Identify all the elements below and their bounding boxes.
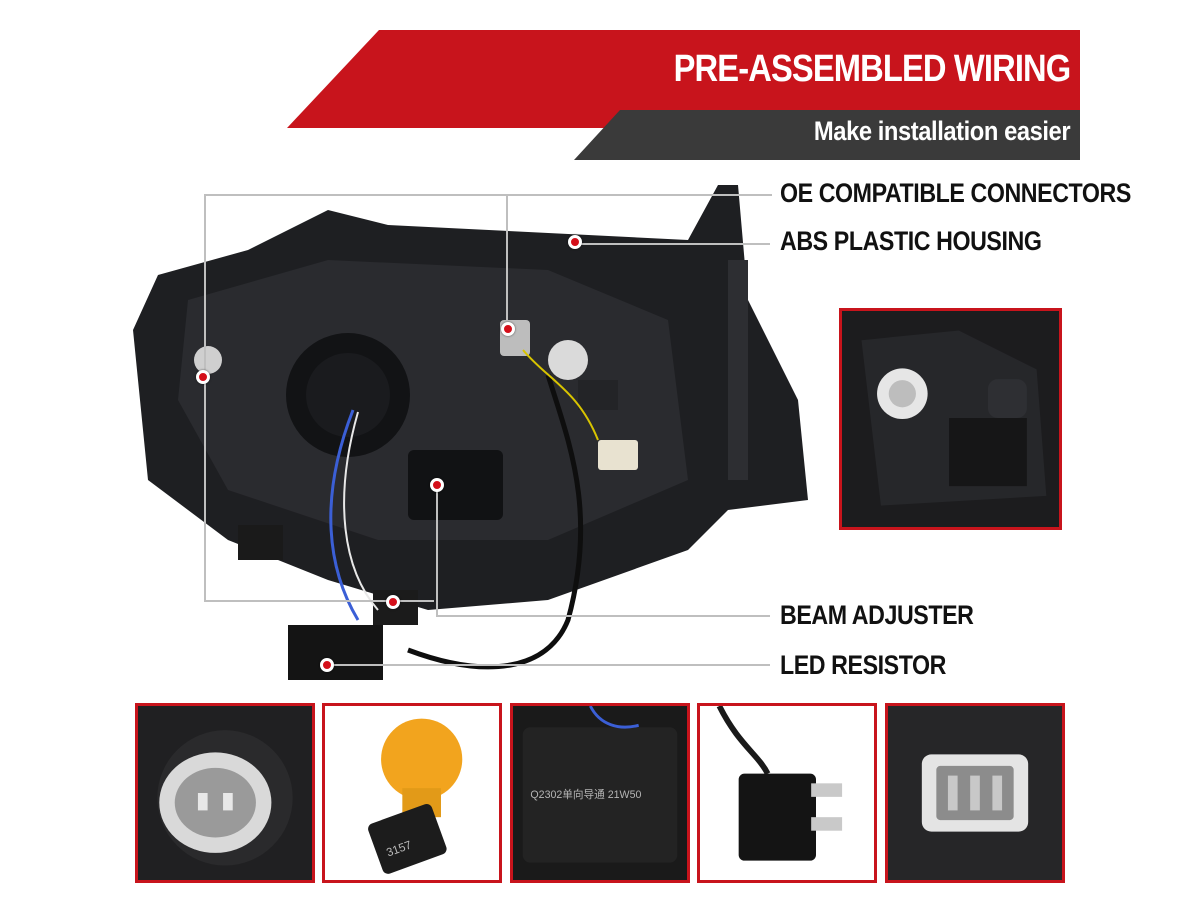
marker-dot-beam-adjuster [430,478,444,492]
leader-line-oe-vertical [506,194,508,328]
inset-3157-bulb: 3157 [322,703,502,883]
leader-line-resistor [330,664,770,666]
banner-subtitle: Make installation easier [813,116,1071,146]
callout-abs-housing: ABS PLASTIC HOUSING [780,226,1042,256]
callout-oe-connectors: OE COMPATIBLE CONNECTORS [780,178,1131,208]
headlight-rear-photo [133,185,808,680]
inset-oe-connector [885,703,1065,883]
leader-line-frame-left [204,194,206,602]
leader-line-beam [436,615,770,617]
marker-dot-left-socket [196,370,210,384]
banner-title: PRE-ASSEMBLED WIRING [673,48,1071,90]
leader-line-beam-vertical [436,486,438,616]
leader-line-frame-top [204,194,506,196]
resistor-print: Q2302单向导通 21W50 [530,788,641,801]
marker-dot-resistor [320,658,334,672]
subtitle-banner [574,110,1080,160]
inset-oe-socket [135,703,315,883]
marker-dot-housing [568,235,582,249]
callout-beam-adjuster: BEAM ADJUSTER [780,600,974,630]
leader-line-frame-bottom [204,600,434,602]
marker-dot-oe-connector [501,322,515,336]
callout-led-resistor: LED RESISTOR [780,650,947,680]
leader-line-oe-connectors [506,194,772,196]
inset-h4-connector [697,703,877,883]
marker-dot-harness [386,595,400,609]
leader-line-housing [580,243,770,245]
inset-led-resistor: Q2302单向导通 21W50 [510,703,690,883]
inset-beam-adjuster [839,308,1062,530]
